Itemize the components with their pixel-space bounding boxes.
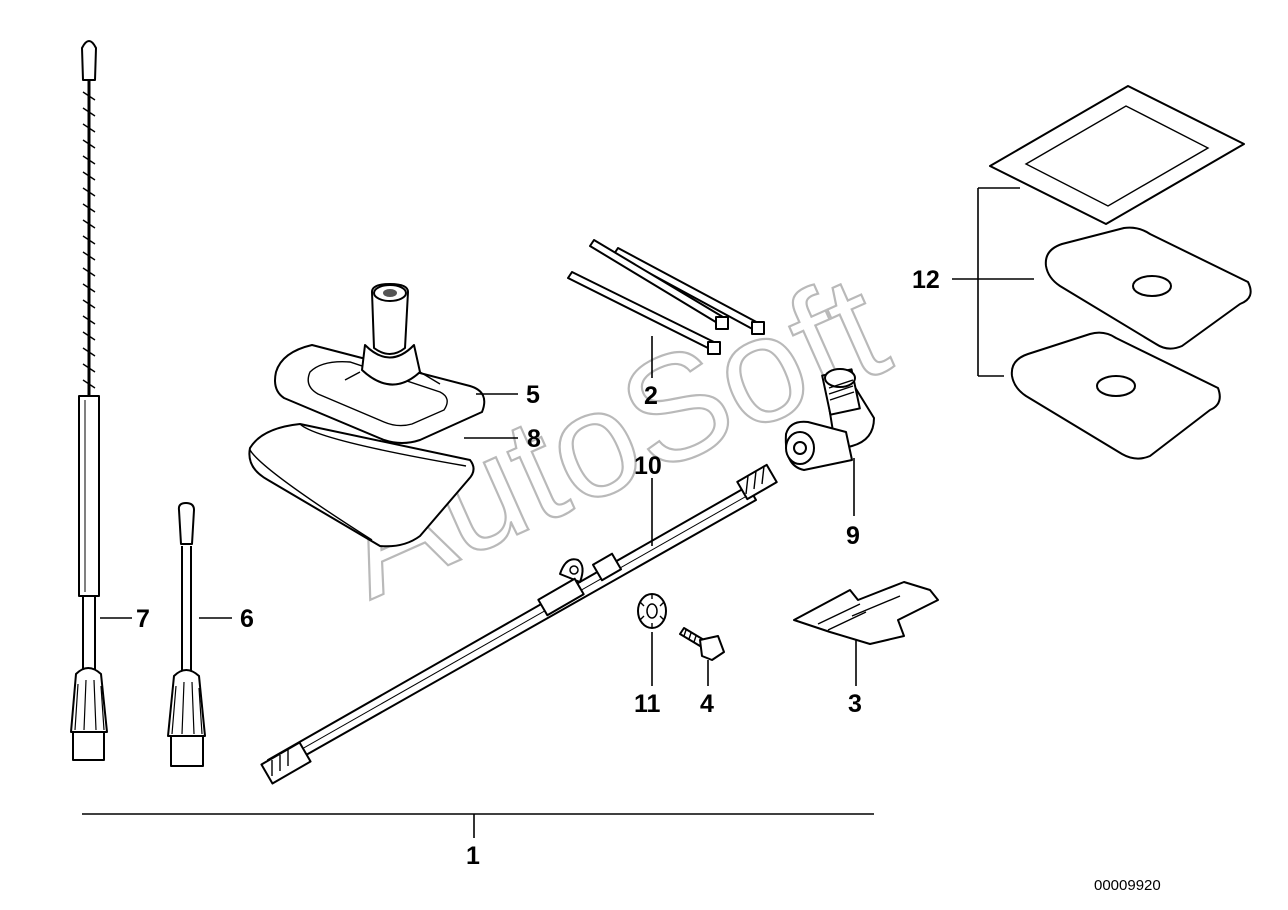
leader-lines [82, 187, 1034, 838]
document-number: 00009920 [1094, 877, 1161, 894]
angle-connector-icon [784, 368, 875, 471]
coax-cable-icon [260, 463, 778, 785]
screw-icon [679, 627, 725, 661]
callout-12: 12 [912, 266, 940, 294]
callout-6: 6 [240, 605, 254, 633]
rubber-boot-icon [274, 283, 486, 444]
callout-10: 10 [634, 452, 662, 480]
callout-9: 9 [846, 522, 860, 550]
callout-7: 7 [136, 605, 150, 633]
callout-3: 3 [848, 690, 862, 718]
callout-5: 5 [526, 381, 540, 409]
antenna-mast-short-icon [167, 502, 206, 767]
callout-8: 8 [527, 425, 541, 453]
antenna-mast-long-icon [70, 40, 108, 761]
callout-2: 2 [644, 382, 658, 410]
foam-pad-icon [248, 423, 475, 548]
gasket-icon [989, 85, 1252, 460]
bracket-icon [793, 581, 939, 645]
washer-icon [637, 593, 667, 629]
callout-4: 4 [700, 690, 714, 718]
callout-11: 11 [634, 690, 661, 718]
cable-tie-icon [567, 239, 765, 355]
callout-1: 1 [466, 842, 480, 870]
